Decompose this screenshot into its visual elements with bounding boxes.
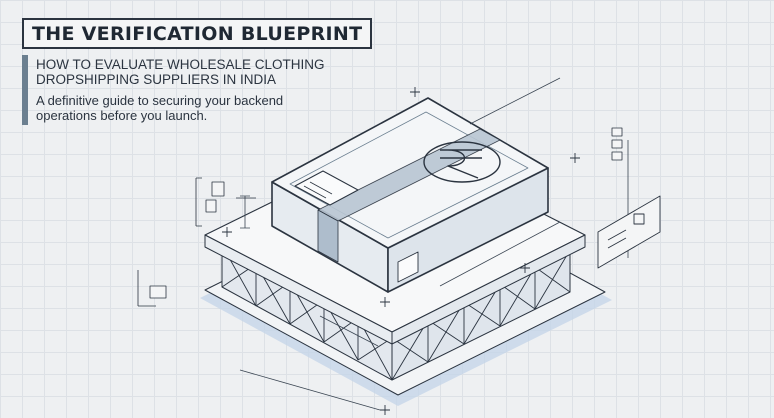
header-block: THE VERIFICATION BLUEPRINT HOW TO EVALUA… [22, 18, 373, 125]
left-lower-callout [137, 270, 167, 307]
side-label [397, 251, 419, 283]
crosshair-markers [222, 87, 580, 415]
page-subtitle: HOW TO EVALUATE WHOLESALE CLOTHING DROPS… [36, 57, 325, 87]
truss-bracing-left [221, 244, 393, 381]
shipping-label [294, 170, 359, 206]
checklist-icon [195, 177, 256, 227]
rupee-symbol-icon [423, 141, 501, 183]
top-deck-edge-right [391, 234, 586, 345]
package-tape-side [317, 209, 339, 263]
checklist-icon-right [611, 127, 623, 161]
page-title: THE VERIFICATION BLUEPRINT [32, 23, 363, 45]
dimension-lines [239, 77, 629, 411]
page-description: A definitive guide to securing your back… [36, 93, 284, 123]
subtitle-block: HOW TO EVALUATE WHOLESALE CLOTHING DROPS… [22, 55, 336, 125]
truss-bracing-right [391, 249, 571, 381]
package-lid-inner [289, 111, 529, 239]
title-box: THE VERIFICATION BLUEPRINT [22, 18, 373, 49]
document-icon [597, 195, 661, 269]
